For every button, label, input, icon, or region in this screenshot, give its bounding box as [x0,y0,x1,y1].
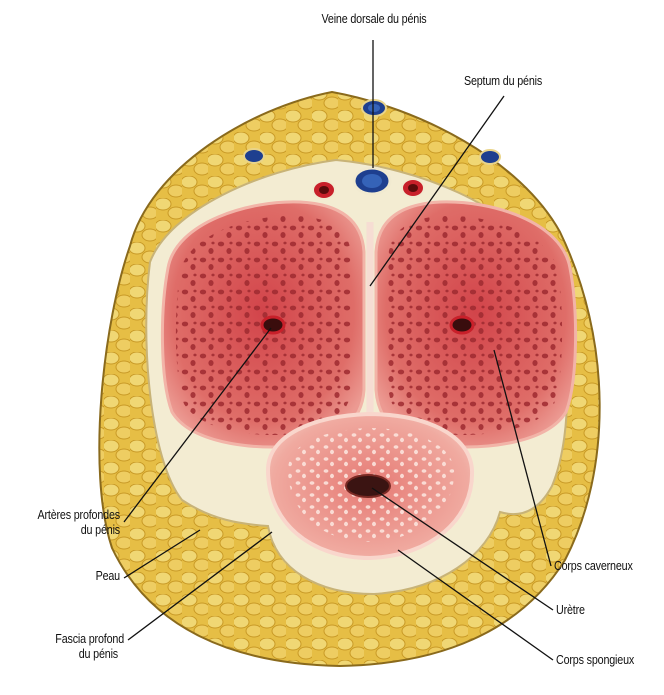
veine-laterale-gauche [244,149,264,163]
veine-laterale-droite [480,150,500,164]
artere-profonde-droite [451,317,473,333]
label-arteres-line1: Artères profondes [25,508,120,523]
label-veine-dorsale: Veine dorsale du pénis [303,12,444,27]
label-arteres-line2: du pénis [25,523,120,538]
label-uretre: Urètre [556,603,625,618]
label-peau: Peau [43,569,120,584]
label-corps-spongieux: Corps spongieux [556,653,647,668]
label-fascia-line2: du pénis [25,647,118,662]
artere-profonde-gauche [262,317,284,333]
label-corps-caverneux: Corps caverneux [554,559,647,574]
uretre-lumen [346,475,390,497]
label-fascia-line1: Fascia profond [26,632,124,647]
label-septum: Septum du pénis [439,74,568,89]
